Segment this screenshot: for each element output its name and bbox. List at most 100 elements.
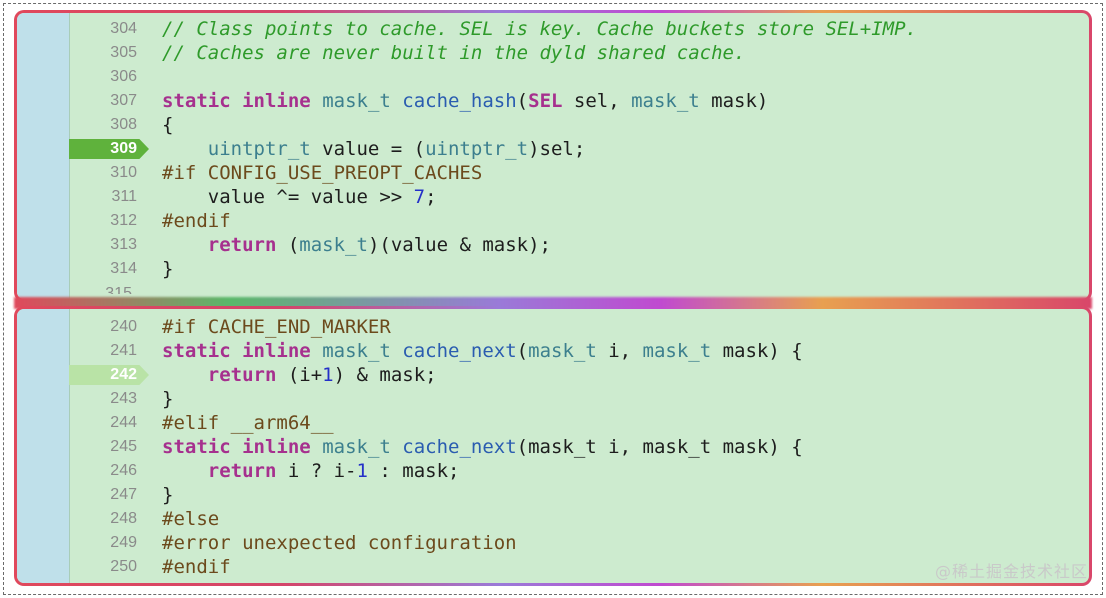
code-token-plain xyxy=(231,436,242,458)
code-lines-top: 304 // Class points to cache. SEL is key.… xyxy=(17,17,1089,281)
code-token-keyword: inline xyxy=(242,90,311,112)
code-text: #error unexpected configuration xyxy=(162,531,517,555)
code-token-plain: ( xyxy=(276,234,300,256)
line-number[interactable]: 246 xyxy=(110,462,137,479)
code-line[interactable]: 240 #if CACHE_END_MARKER xyxy=(17,315,1089,339)
line-number[interactable]: 309 xyxy=(110,140,137,157)
code-token-comment: // Class points to cache. SEL is key. Ca… xyxy=(162,18,917,40)
code-token-plain xyxy=(391,340,402,362)
line-number[interactable]: 304 xyxy=(110,20,137,37)
code-token-number: 7 xyxy=(413,186,426,208)
code-token-func: cache_next xyxy=(402,436,517,458)
gutter-divider xyxy=(69,309,70,583)
code-token-preproc: #if CACHE_END_MARKER xyxy=(162,316,391,338)
code-token-comment: // Caches are never built in the dyld sh… xyxy=(162,42,746,64)
line-number[interactable]: 244 xyxy=(110,414,137,431)
code-token-plain: )(value & mask); xyxy=(367,234,551,256)
line-number[interactable]: 240 xyxy=(110,318,137,335)
code-token-preproc: #else xyxy=(162,508,220,530)
line-number[interactable]: 249 xyxy=(110,534,137,551)
code-token-preproc: #elif __arm64__ xyxy=(162,412,334,434)
code-line[interactable]: 241 static inline mask_t cache_next(mask_… xyxy=(17,339,1089,363)
code-line[interactable]: 250 #endif xyxy=(17,555,1089,579)
line-number[interactable]: 248 xyxy=(110,510,137,527)
code-line[interactable]: 309 uintptr_t value = (uintptr_t)sel; xyxy=(17,137,1089,161)
code-token-keyword: static xyxy=(162,90,231,112)
line-number[interactable]: 314 xyxy=(110,260,137,277)
code-token-type: uintptr_t xyxy=(425,138,529,160)
code-token-plain xyxy=(231,340,242,362)
code-token-plain: : mask; xyxy=(367,460,460,482)
code-token-plain: mask) { xyxy=(711,340,803,362)
code-token-plain: ( xyxy=(516,90,529,112)
code-token-type: mask_t xyxy=(528,340,597,362)
line-number[interactable]: 311 xyxy=(111,188,137,205)
code-text: return (mask_t)(value & mask); xyxy=(162,233,551,257)
code-text: #elif __arm64__ xyxy=(162,411,334,435)
code-line[interactable]: 314} xyxy=(17,257,1089,281)
code-token-plain xyxy=(162,364,208,386)
line-number[interactable]: 241 xyxy=(110,342,137,359)
code-token-plain: i, xyxy=(596,340,643,362)
code-line[interactable]: 244 #elif __arm64__ xyxy=(17,411,1089,435)
line-number[interactable]: 242 xyxy=(110,366,137,383)
code-token-keyword: SEL xyxy=(528,90,563,112)
code-token-plain xyxy=(162,460,208,482)
code-line[interactable]: 308 { xyxy=(17,113,1089,137)
current-line-marker[interactable] xyxy=(69,139,149,159)
code-line[interactable]: 242 return (i+1) & mask; xyxy=(17,363,1089,387)
code-token-plain: } xyxy=(162,388,174,410)
line-number[interactable]: 245 xyxy=(110,438,137,455)
code-token-type: mask_t xyxy=(642,340,712,362)
line-number[interactable]: 243 xyxy=(110,390,137,407)
code-line[interactable]: 248 #else xyxy=(17,507,1089,531)
code-token-number: 1 xyxy=(322,364,334,386)
code-token-keyword: static xyxy=(162,340,231,362)
line-number[interactable]: 308 xyxy=(110,116,137,133)
code-text: } xyxy=(162,387,173,411)
line-number[interactable]: 310 xyxy=(110,164,137,181)
code-line[interactable]: 246 return i ? i-1 : mask; xyxy=(17,459,1089,483)
code-line[interactable]: 249 #error unexpected configuration xyxy=(17,531,1089,555)
code-token-plain: ) & mask; xyxy=(333,364,437,386)
code-token-plain: i ? i- xyxy=(276,460,357,482)
code-token-preproc: #error unexpected configuration xyxy=(162,532,517,554)
code-token-plain: mask) xyxy=(699,90,769,112)
code-token-plain xyxy=(311,340,322,362)
code-line[interactable]: 306 xyxy=(17,65,1089,89)
code-text: return (i+1) & mask; xyxy=(162,363,437,387)
line-number[interactable]: 312 xyxy=(110,212,137,229)
code-text: #if CONFIG_USE_PREOPT_CACHES xyxy=(162,161,482,185)
code-token-number: 1 xyxy=(356,460,368,482)
code-text: #endif xyxy=(162,555,231,579)
code-line[interactable]: 305 // Caches are never built in the dyld… xyxy=(17,41,1089,65)
line-number[interactable]: 250 xyxy=(110,558,137,575)
code-line[interactable]: 311 value ^= value >> 7; xyxy=(17,185,1089,209)
code-line[interactable]: 310 #if CONFIG_USE_PREOPT_CACHES xyxy=(17,161,1089,185)
code-token-plain xyxy=(391,436,402,458)
line-number[interactable]: 313 xyxy=(110,236,137,253)
code-token-plain xyxy=(391,90,402,112)
code-line[interactable]: 243} xyxy=(17,387,1089,411)
gutter-strip xyxy=(17,309,69,583)
line-number[interactable]: 306 xyxy=(110,68,137,85)
line-number[interactable]: 307 xyxy=(110,92,137,109)
line-number[interactable]: 247 xyxy=(110,486,137,503)
line-number[interactable]: 305 xyxy=(110,44,137,61)
code-text: { xyxy=(162,113,173,137)
code-token-func: cache_next xyxy=(402,340,517,362)
code-token-type: mask_t xyxy=(322,90,391,112)
watermark: @稀土掘金技术社区 xyxy=(934,562,1088,581)
code-token-keyword: inline xyxy=(242,436,311,458)
code-line[interactable]: 313 return (mask_t)(value & mask); xyxy=(17,233,1089,257)
code-token-plain: (i+ xyxy=(276,364,323,386)
code-token-preproc: #endif xyxy=(162,556,231,578)
previous-line-marker[interactable] xyxy=(69,365,149,385)
code-line[interactable]: 304 // Class points to cache. SEL is key.… xyxy=(17,17,1089,41)
code-line[interactable]: 312#endif xyxy=(17,209,1089,233)
code-line[interactable]: 247} xyxy=(17,483,1089,507)
code-text: static inline mask_t cache_next(mask_t i… xyxy=(162,339,803,363)
code-text: } xyxy=(162,483,173,507)
